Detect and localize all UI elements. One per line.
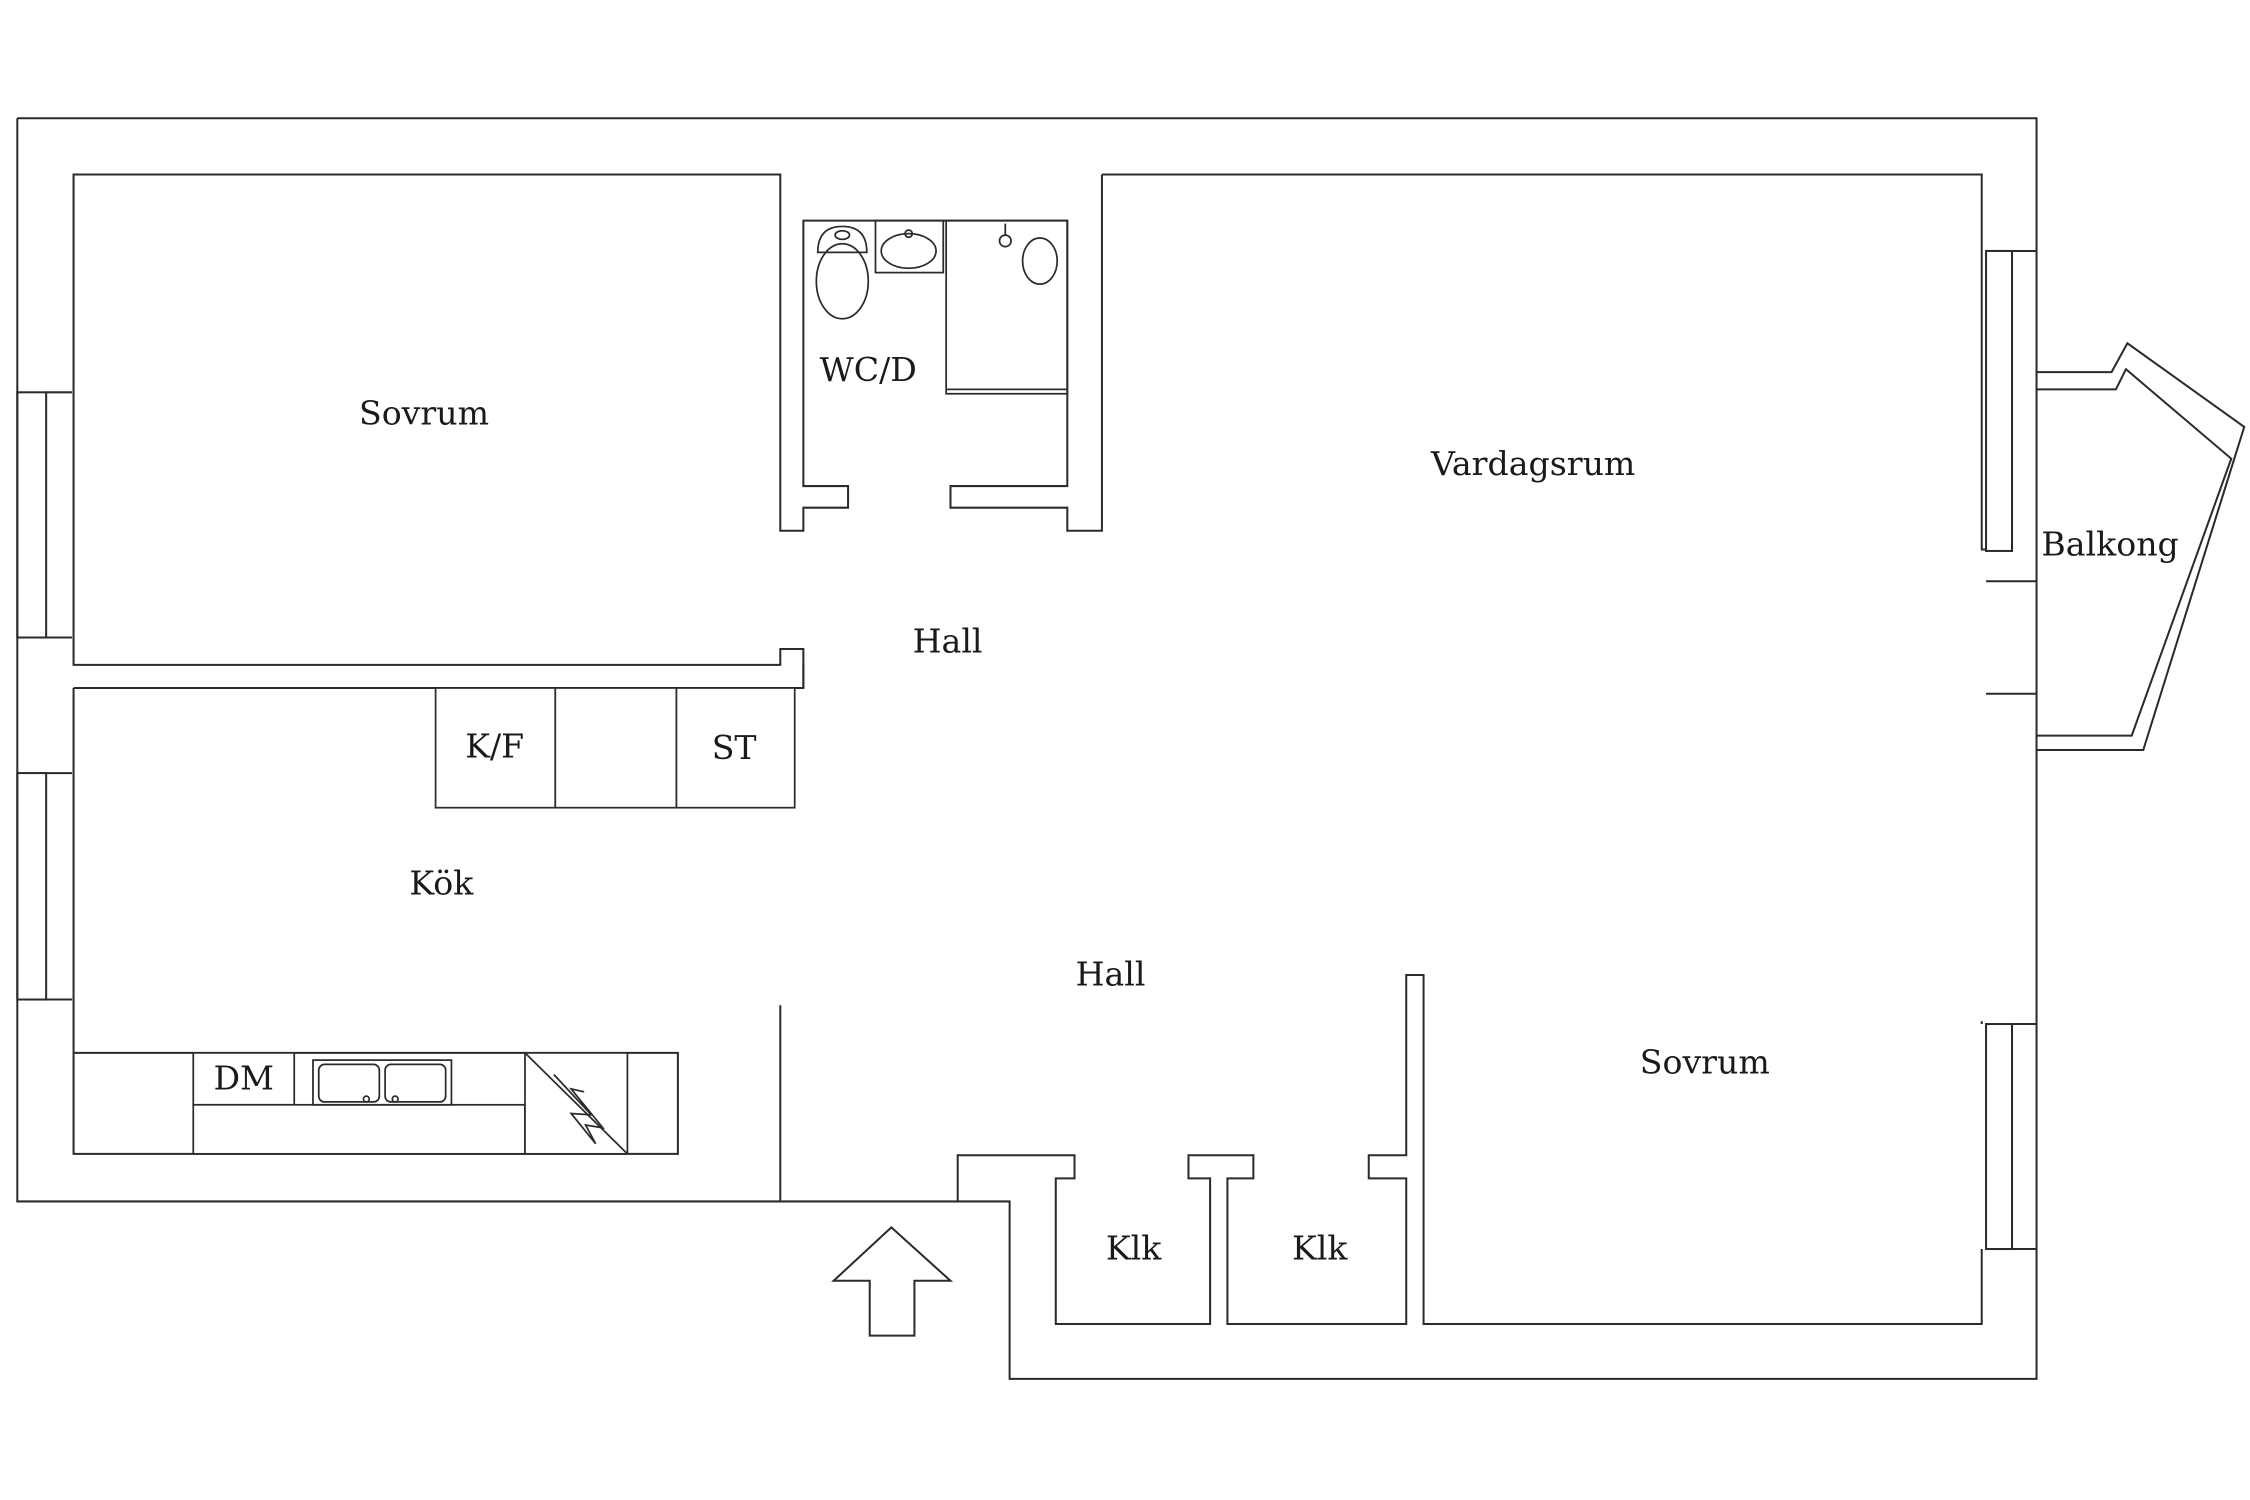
right-windows	[1985, 249, 2037, 1251]
window-left-bottom	[16, 772, 48, 1001]
living-room-walls	[1101, 173, 1987, 551]
kitchen-lower-walls	[72, 687, 679, 1155]
window-left-top	[16, 391, 48, 639]
fridge-freezer-cabinet	[434, 687, 557, 809]
label-fridge-freezer: K/F	[465, 727, 524, 766]
label-hall-lower: Hall	[1076, 954, 1146, 993]
balcony	[2036, 341, 2246, 752]
balcony-outline	[2036, 341, 2246, 752]
stove-icon	[524, 1052, 629, 1155]
label-closet-1: Klk	[1106, 1228, 1162, 1267]
kitchen-walls	[72, 663, 805, 1202]
label-bedroom-bottom: Sovrum	[1640, 1042, 1770, 1081]
label-dishwasher: DM	[213, 1058, 274, 1097]
label-balcony: Balkong	[2041, 525, 2178, 564]
balcony-inner	[2036, 367, 2233, 737]
counter-lower	[192, 1103, 526, 1155]
left-windows	[16, 391, 73, 1001]
sink-icon	[874, 219, 945, 274]
label-closet-2: Klk	[1292, 1228, 1348, 1267]
toilet-icon	[815, 225, 870, 320]
kitchen-counter	[192, 1052, 629, 1155]
cabinet-blank	[554, 687, 678, 809]
storage-cabinet	[675, 687, 796, 809]
shower-icon	[945, 219, 1069, 395]
lower-hall-walls	[956, 973, 1983, 1326]
entrance-right-wall	[956, 973, 1983, 1326]
window-right-top	[1985, 249, 2014, 552]
kitchen-sink-icon	[312, 1059, 453, 1106]
label-bathroom: WC/D	[820, 350, 917, 389]
label-hall-upper: Hall	[913, 621, 983, 660]
label-kitchen: Kök	[409, 864, 474, 903]
bathroom-fixtures	[815, 219, 1069, 395]
window-right-bottom	[1985, 1023, 2014, 1251]
room-labels: Sovrum WC/D Vardagsrum Balkong Hall K/F …	[213, 350, 2178, 1267]
label-storage: ST	[712, 728, 757, 767]
entrance-arrow-icon	[831, 1226, 954, 1337]
label-bedroom-top: Sovrum	[359, 393, 489, 432]
kitchen-cabinets	[434, 687, 796, 809]
label-living-room: Vardagsrum	[1430, 444, 1635, 483]
outer-walls	[16, 117, 2038, 1380]
outer-wall-outline	[16, 117, 2038, 1380]
